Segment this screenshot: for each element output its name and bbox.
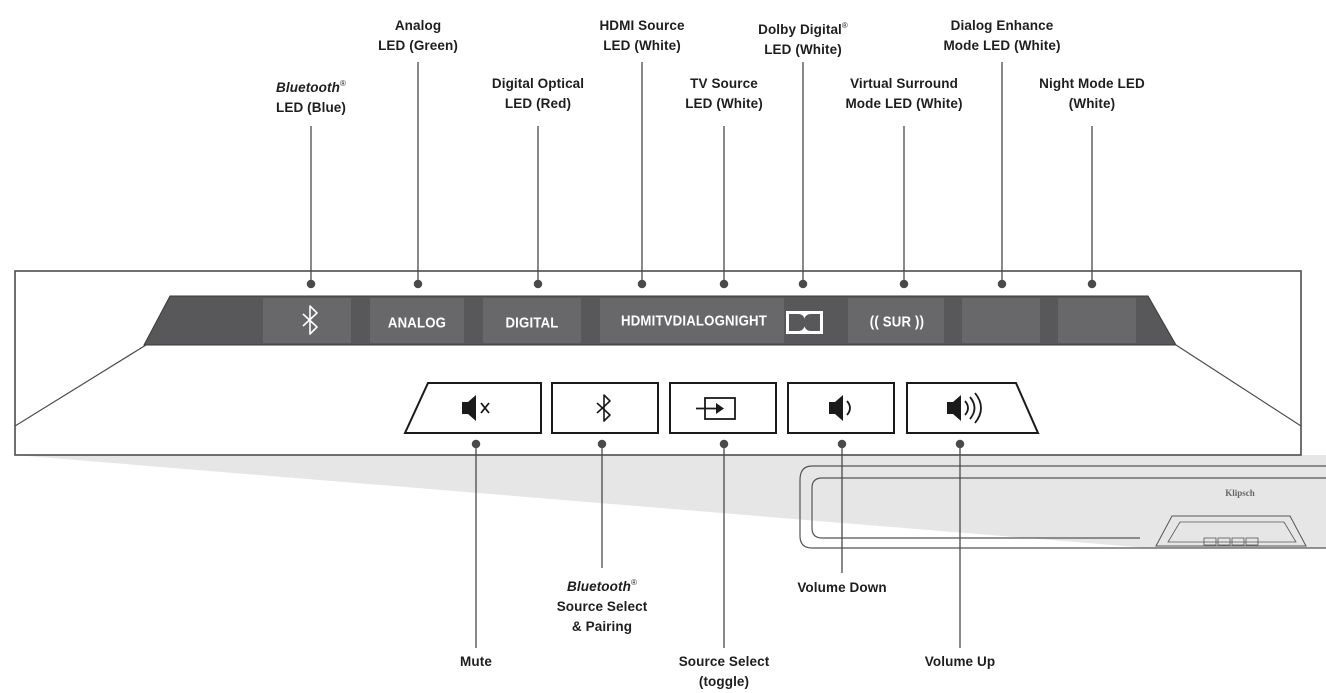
label-virtual-surround-led-sub: Mode LED (White) [845,96,963,111]
label-analog-led-sub: LED (Green) [378,38,458,53]
led-digital-label: DIGITAL [505,314,559,332]
label-night-mode-led: Night Mode LED (White) [1039,74,1145,114]
label-hdmi-source-led: HDMI Source LED (White) [599,16,684,56]
label-dialog-enhance-led-title: Dialog Enhance [950,18,1054,33]
label-source-select-sub: (toggle) [698,674,750,689]
label-mute: Mute [460,652,492,672]
panel-corner-line-right [1175,344,1302,427]
led-analog-label: ANALOG [387,314,447,332]
label-dolby-digital-led-title: Dolby Digital [758,22,842,37]
soundbar-thumbnail [799,465,1326,549]
label-dolby-digital-led: Dolby Digital® LED (White) [758,16,848,60]
label-bluetooth-source-select-sub: Source Select [556,599,648,614]
label-digital-optical-led: Digital Optical LED (Red) [492,74,584,114]
led-hdmi-tv-dialog-night-label: HDMITVDIALOGNIGHT [621,312,767,330]
panel-corner-line-left [14,344,147,427]
perspective-shadow [15,455,1326,548]
label-mute-title: Mute [460,654,492,669]
led-surround-label: (( SUR )) [869,313,925,331]
label-analog-led: Analog LED (Green) [378,16,458,56]
registered-mark: ® [841,21,848,30]
led-strip-segments [263,298,1136,343]
volume-up-button[interactable] [906,382,1040,434]
label-bluetooth-led-title: Bluetooth [276,80,340,95]
label-hdmi-source-led-sub: LED (White) [603,38,681,53]
brand-logo: Klipsch [1225,488,1255,498]
label-tv-source-led-sub: LED (White) [685,96,763,111]
label-tv-source-led-title: TV Source [690,76,758,91]
label-volume-down: Volume Down [797,578,886,598]
bluetooth-button[interactable] [551,382,659,434]
label-volume-down-title: Volume Down [797,580,887,595]
label-volume-up: Volume Up [925,652,995,672]
led-dolby-icon [786,311,823,334]
label-source-select-title: Source Select [678,654,770,669]
source-input-icon [696,397,736,420]
label-dolby-digital-led-sub: LED (White) [764,42,842,57]
label-dialog-enhance-led-sub: Mode LED (White) [943,38,1061,53]
label-night-mode-led-sub: (White) [1068,96,1116,111]
label-bluetooth-led: Bluetooth® LED (Blue) [276,74,346,118]
label-virtual-surround-led: Virtual Surround Mode LED (White) [845,74,962,114]
label-source-select: Source Select (toggle) [679,652,770,692]
bluetooth-icon [596,394,611,422]
label-bluetooth-source-select-sub2: & Pairing [571,619,633,634]
volume-up-icon [947,392,982,424]
label-bluetooth-source-select: Bluetooth® Source Select & Pairing [557,573,648,637]
top-leader-lines [306,62,1097,289]
label-digital-optical-led-sub: LED (Red) [504,96,572,111]
label-night-mode-led-title: Night Mode LED [1039,76,1145,91]
bottom-leader-lines [471,439,965,648]
volume-down-icon [829,395,851,421]
label-bluetooth-led-sub: LED (Blue) [276,100,346,115]
label-analog-led-title: Analog [394,18,442,33]
label-volume-up-title: Volume Up [924,654,996,669]
label-digital-optical-led-title: Digital Optical [491,76,585,91]
mute-icon [462,395,490,421]
registered-mark: ® [339,79,346,88]
registered-mark: ® [630,578,637,587]
label-tv-source-led: TV Source LED (White) [685,74,763,114]
led-bluetooth-icon [302,305,318,335]
label-hdmi-source-led-title: HDMI Source [599,18,685,33]
label-dialog-enhance-led: Dialog Enhance Mode LED (White) [943,16,1060,56]
label-bluetooth-source-select-title: Bluetooth [567,579,631,594]
label-virtual-surround-led-title: Virtual Surround [850,76,958,91]
